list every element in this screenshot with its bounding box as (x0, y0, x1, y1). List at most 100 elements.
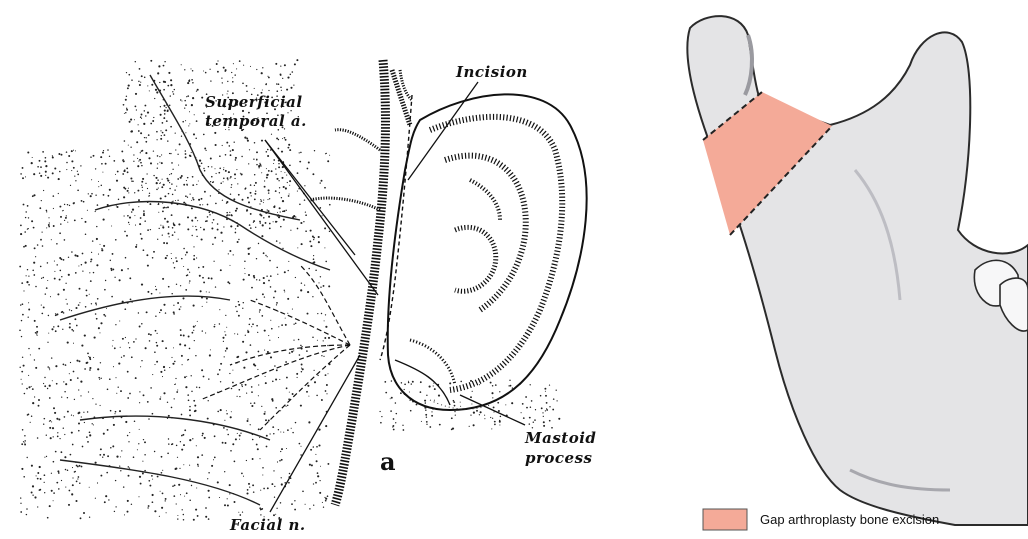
stipple-dot (254, 142, 256, 144)
stipple-dot (228, 253, 229, 254)
stipple-dot (294, 509, 296, 511)
stipple-dot (166, 512, 167, 513)
stipple-dot (425, 409, 427, 411)
stipple-dot (261, 315, 263, 317)
stipple-dot (71, 310, 72, 311)
stipple-dot (97, 204, 99, 206)
stipple-dot (299, 204, 301, 206)
stipple-dot (292, 432, 293, 433)
stipple-dot (266, 446, 268, 448)
stipple-dot (244, 260, 246, 262)
stipple-dot (49, 367, 50, 368)
stipple-dot (455, 414, 456, 415)
stipple-dot (155, 316, 156, 317)
stipple-dot (141, 238, 143, 240)
stipple-dot (185, 386, 187, 388)
stipple-dot (214, 324, 215, 325)
stipple-dot (116, 205, 117, 206)
stipple-dot (167, 452, 169, 454)
stipple-dot (186, 492, 188, 494)
facial-nerve-label: Facial n. (229, 516, 306, 534)
stipple-dot (60, 270, 62, 272)
stipple-dot (235, 306, 236, 307)
stipple-dot (511, 402, 513, 404)
stipple-dot (300, 289, 302, 291)
stipple-dot (138, 161, 139, 162)
stipple-dot (395, 402, 397, 404)
stipple-dot (52, 380, 53, 381)
stipple-dot (192, 438, 193, 439)
stipple-dot (269, 260, 271, 262)
stipple-dot (314, 150, 315, 151)
stipple-dot (128, 342, 129, 343)
stipple-dot (21, 468, 23, 470)
stipple-dot (252, 323, 254, 325)
stipple-dot (159, 312, 160, 313)
stipple-dot (217, 60, 218, 61)
stipple-dot (167, 402, 168, 403)
stipple-dot (26, 508, 28, 510)
stipple-dot (188, 399, 190, 401)
stipple-dot (248, 201, 250, 203)
stipple-dot (276, 90, 278, 92)
stipple-dot (426, 395, 427, 396)
stipple-dot (176, 445, 178, 447)
stipple-dot (249, 318, 251, 320)
stipple-dot (49, 397, 51, 399)
stipple-dot (285, 139, 287, 141)
stipple-dot (153, 150, 154, 151)
stipple-dot (231, 215, 233, 217)
stipple-dot (157, 333, 158, 334)
stipple-dot (134, 192, 135, 193)
stipple-dot (284, 290, 285, 291)
stipple-dot (127, 87, 129, 89)
stipple-dot (267, 199, 268, 200)
stipple-dot (291, 428, 292, 429)
stipple-dot (85, 262, 87, 264)
stipple-dot (105, 163, 107, 165)
stipple-dot (408, 381, 409, 382)
stipple-dot (147, 291, 149, 293)
stipple-dot (255, 227, 256, 228)
stipple-dot (78, 265, 79, 266)
stipple-dot (55, 330, 57, 332)
stipple-dot (144, 110, 146, 112)
stipple-dot (492, 418, 493, 419)
stipple-dot (139, 223, 141, 225)
stipple-dot (36, 331, 38, 333)
stipple-dot (71, 150, 73, 152)
stipple-dot (150, 387, 152, 389)
stipple-dot (273, 221, 274, 222)
stipple-dot (129, 224, 130, 225)
stipple-dot (100, 405, 101, 406)
stipple-dot (177, 518, 178, 519)
stipple-dot (198, 199, 200, 201)
stipple-dot (175, 468, 177, 470)
stipple-dot (124, 140, 126, 142)
stipple-dot (140, 152, 141, 153)
stipple-dot (181, 136, 182, 137)
stipple-dot (147, 188, 148, 189)
stipple-dot (48, 217, 49, 218)
stipple-dot (247, 197, 249, 199)
stipple-dot (185, 120, 186, 121)
stipple-dot (64, 416, 66, 418)
stipple-dot (325, 425, 327, 427)
stipple-dot (61, 154, 63, 156)
stipple-dot (142, 190, 143, 191)
stipple-dot (316, 395, 318, 397)
stipple-dot (274, 205, 275, 206)
stipple-dot (265, 84, 267, 86)
stipple-dot (316, 460, 318, 462)
stipple-dot (67, 204, 68, 205)
stipple-dot (185, 254, 186, 255)
stipple-dot (205, 516, 207, 518)
stipple-dot (33, 194, 35, 196)
stipple-dot (133, 341, 135, 343)
stipple-dot (174, 384, 175, 385)
stipple-dot (76, 465, 78, 467)
stipple-dot (68, 274, 70, 276)
stipple-dot (281, 459, 283, 461)
stipple-dot (167, 206, 169, 208)
stipple-dot (58, 472, 60, 474)
